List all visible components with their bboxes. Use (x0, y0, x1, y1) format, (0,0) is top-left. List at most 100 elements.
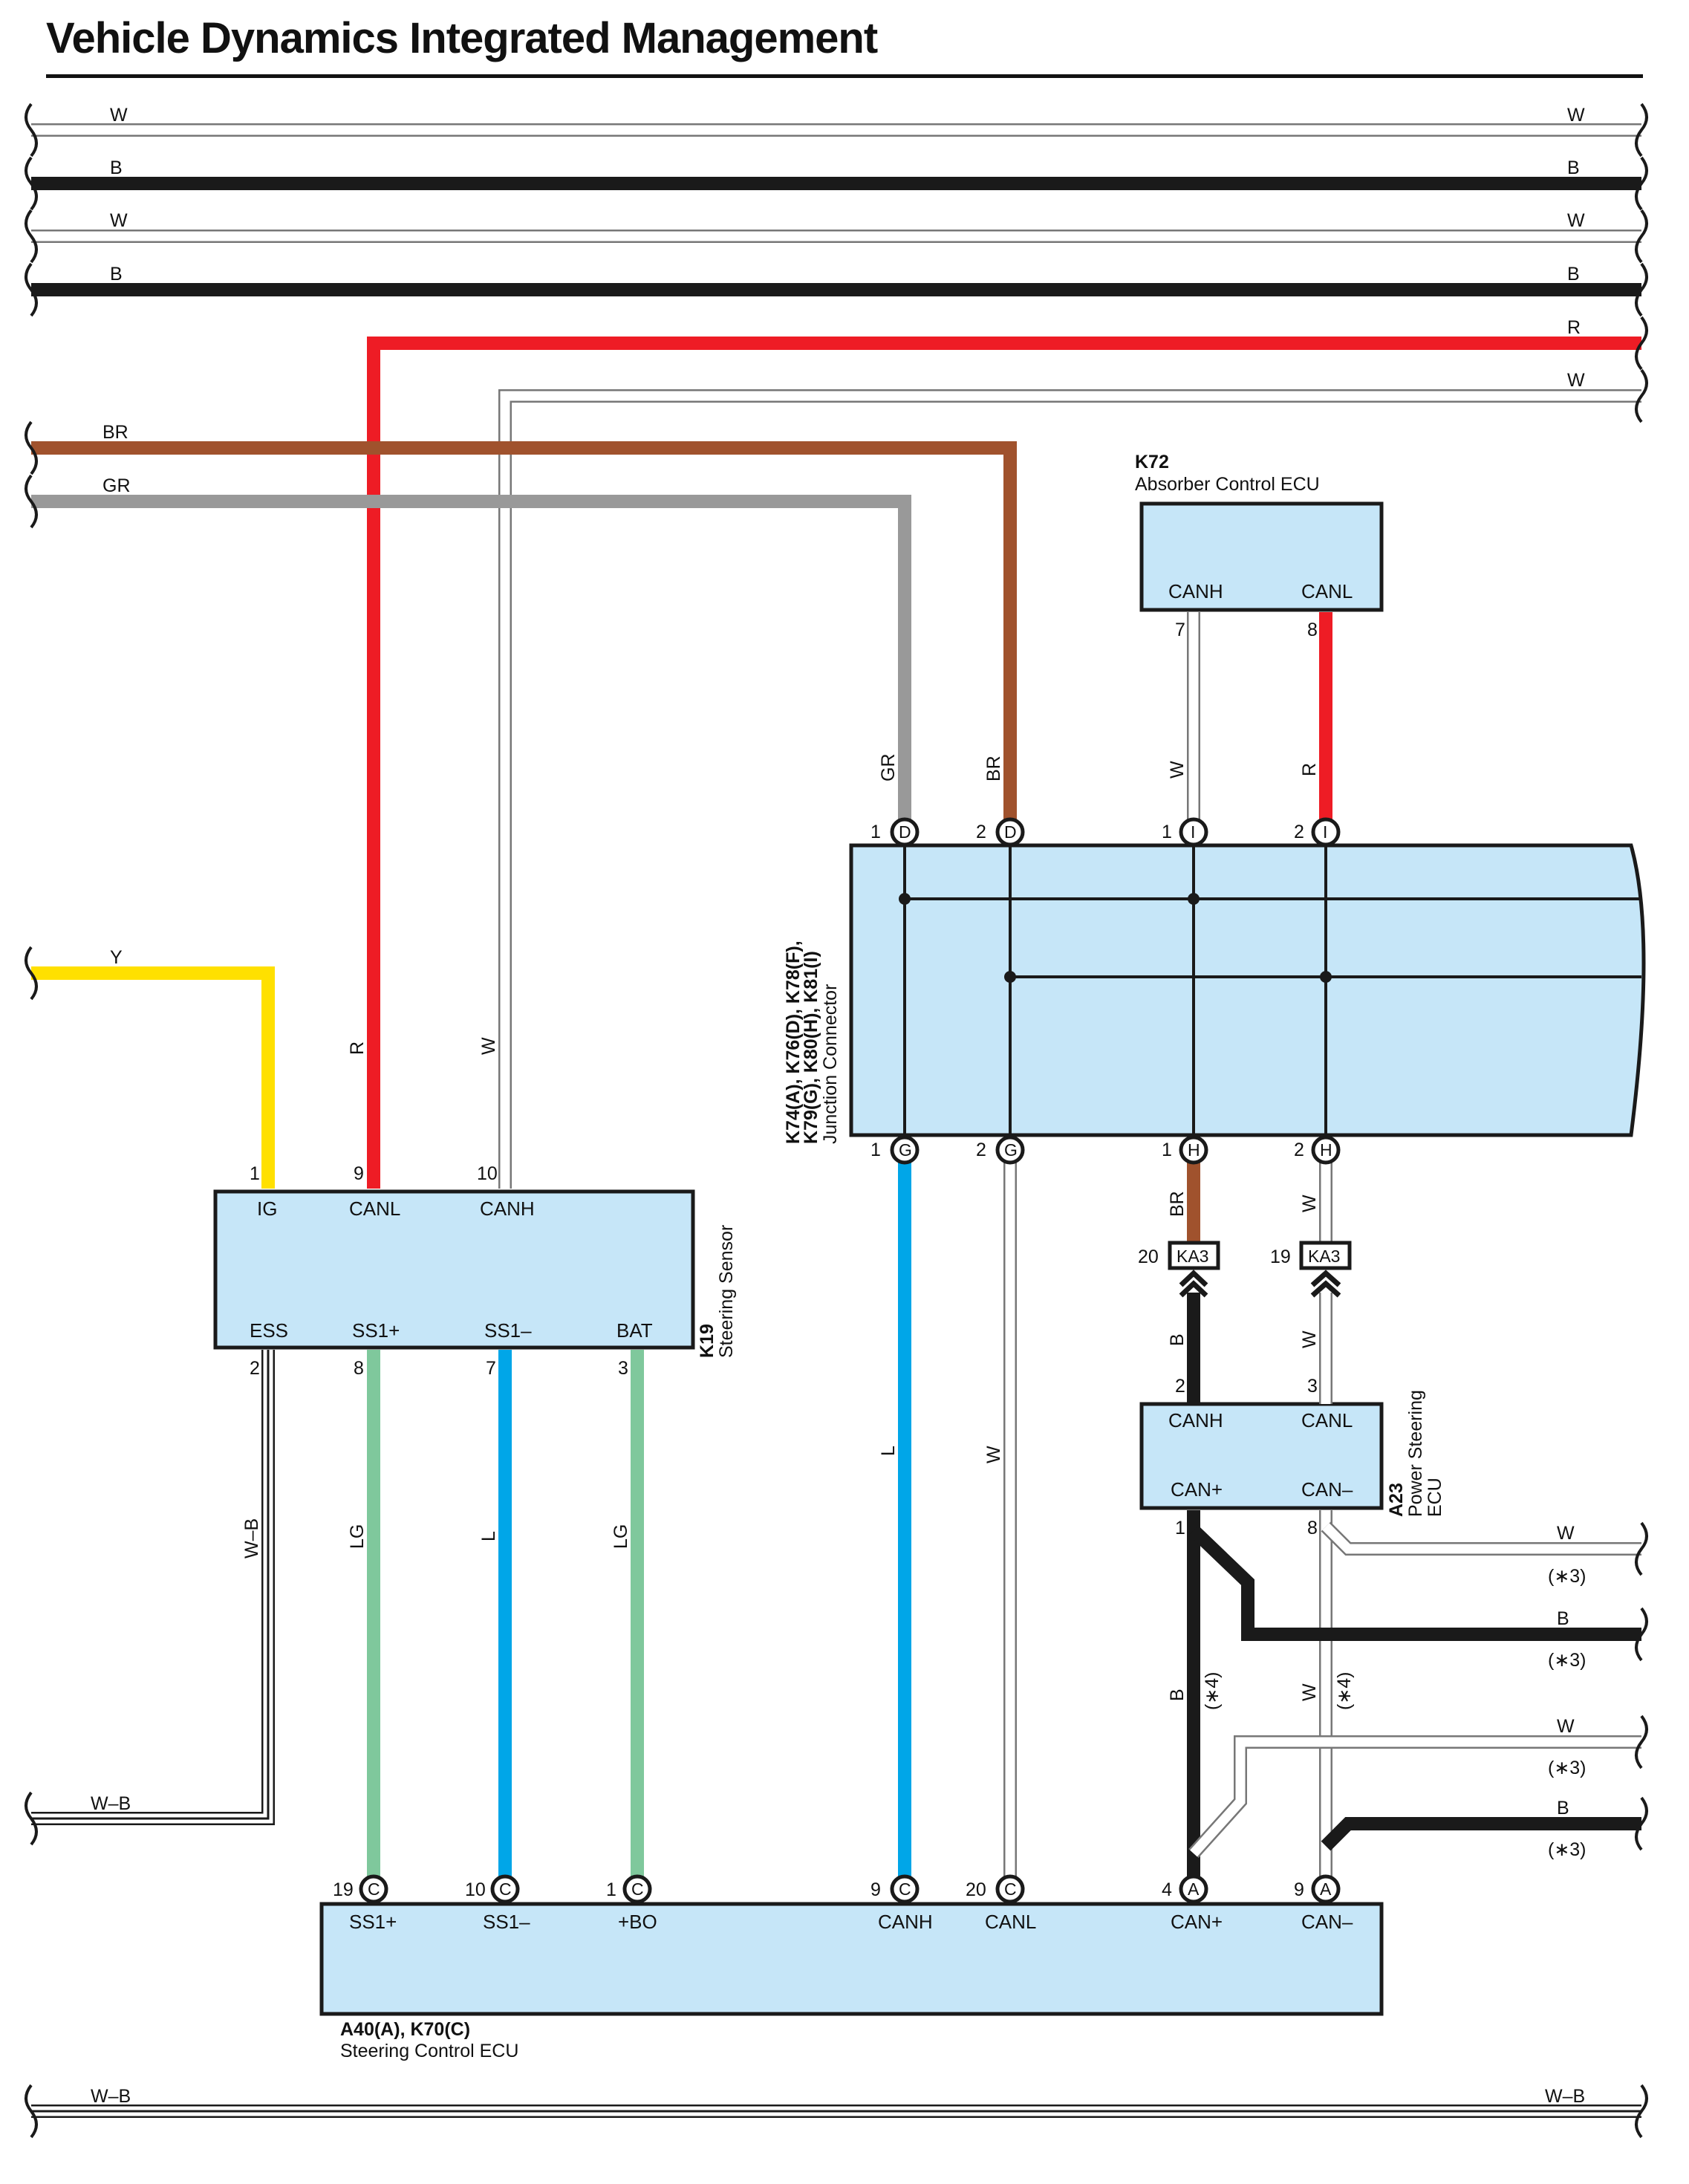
wire-label: LG (611, 1524, 631, 1549)
pin-letter: G (1004, 1140, 1018, 1160)
a40-terminal: +BO (618, 1911, 657, 1933)
k19-terminal: IG (257, 1197, 277, 1220)
pin-letter: C (899, 1879, 911, 1899)
a23-terminal: CAN+ (1171, 1478, 1223, 1501)
wire-label: R (1567, 317, 1581, 338)
wire-label: W (1299, 1683, 1320, 1701)
wire-note: (∗3) (1548, 1758, 1587, 1778)
wire-label: B (110, 264, 123, 285)
pin-letter: C (1004, 1879, 1017, 1899)
wire-label: W (1299, 1330, 1320, 1348)
pin-number: 4 (1162, 1879, 1172, 1900)
wire-label: B (1167, 1689, 1188, 1701)
wire-note: (∗3) (1548, 1566, 1587, 1587)
a23-terminal: CANH (1168, 1409, 1223, 1431)
wire-label: W–B (1545, 2086, 1585, 2107)
branch-b2 (1321, 1817, 1641, 1851)
pin-number: 1 (250, 1163, 260, 1184)
wire-w-main (498, 389, 1641, 1189)
wire-label: B (110, 157, 123, 178)
pin-number: 1 (870, 1140, 881, 1160)
a40-terminal: SS1+ (349, 1911, 397, 1933)
pin-number: 19 (333, 1879, 354, 1900)
pin-number: 1 (606, 1879, 616, 1900)
pin-letter: G (899, 1140, 912, 1160)
k72-id: K72 (1135, 452, 1169, 472)
pin-number: 3 (618, 1358, 628, 1379)
wire-label: B (1557, 1798, 1569, 1819)
pin-number: 8 (1307, 620, 1318, 640)
wire-label: W (110, 210, 128, 231)
k19-id: K19 (697, 1324, 717, 1358)
k19-wire-wb (31, 1350, 275, 1825)
pin-number: 7 (486, 1358, 496, 1379)
pin-letter: D (1004, 822, 1017, 842)
wire-label: L (478, 1531, 499, 1541)
splice-dot-icon (899, 893, 1332, 983)
wire-label: L (878, 1446, 899, 1456)
wire-label: B (1557, 1608, 1569, 1629)
title-rule (46, 74, 1643, 78)
pin-letter: C (499, 1879, 512, 1899)
a23-terminal: CAN– (1301, 1478, 1353, 1501)
a23-name-line2: ECU (1425, 1478, 1445, 1517)
a40-id: A40(A), K70(C) (340, 2019, 470, 2040)
wire-label: BR (1167, 1191, 1188, 1217)
wire-label: B (1567, 264, 1580, 285)
wire-break-icon (25, 103, 1648, 2139)
branch-b1 (1188, 1525, 1641, 1641)
pin-number: 2 (976, 1140, 986, 1160)
pin-number: 8 (1307, 1518, 1318, 1538)
inline-connector-icon (1168, 1241, 1352, 1270)
a23-id: A23 (1386, 1483, 1407, 1517)
k19-terminal: ESS (250, 1319, 288, 1342)
k72-box (1139, 501, 1384, 612)
pin-number: 10 (477, 1163, 498, 1184)
wire-label: W (110, 105, 128, 126)
pin-letter: H (1188, 1140, 1200, 1160)
pin-letter: H (1320, 1140, 1332, 1160)
wire-label: W (1567, 370, 1585, 391)
pin-letter: I (1323, 822, 1327, 842)
wire-label: (∗4) (1334, 1671, 1355, 1710)
pin-number: 3 (1307, 1376, 1318, 1397)
wire-note: (∗3) (1548, 1839, 1587, 1860)
pin-number: 2 (250, 1358, 260, 1379)
junction-id-line1: K74(A), K76(D), K78(F), (783, 940, 804, 1144)
wire-label: W–B (91, 2086, 131, 2107)
k19-name: Steering Sensor (716, 1225, 737, 1358)
a40-terminal: SS1– (483, 1911, 530, 1933)
pin-letter: A (1320, 1879, 1332, 1899)
pin-number: 1 (1162, 1140, 1172, 1160)
pin-letter: I (1191, 822, 1195, 842)
pin-number: 9 (870, 1879, 881, 1900)
pin-number: 2 (976, 822, 986, 842)
wire-label: BR (983, 755, 1004, 781)
wire-label: R (1299, 763, 1320, 776)
wire-label: W (478, 1037, 499, 1055)
pin-number: 7 (1175, 620, 1185, 640)
pin-number: 9 (1294, 1879, 1304, 1900)
wire-br-main (31, 441, 1017, 821)
pin-letter: C (368, 1879, 380, 1899)
pin-number: 19 (1270, 1247, 1291, 1267)
k19-box (213, 1189, 695, 1350)
pin-letter: A (1188, 1879, 1200, 1899)
wire-gr-main (31, 495, 911, 821)
wire-label: W (1557, 1716, 1575, 1737)
wire-label: Y (110, 947, 123, 968)
k19-terminal: CANL (349, 1197, 400, 1220)
wire-label: B (1167, 1333, 1188, 1346)
wire-label: W (983, 1446, 1004, 1463)
pin-number: 20 (1138, 1247, 1159, 1267)
branch-w2 (1188, 1735, 1641, 1859)
k72-terminal: CANH (1168, 580, 1223, 602)
wire-label: B (1567, 157, 1580, 178)
wire-note: (∗3) (1548, 1650, 1587, 1671)
pin-number: 8 (354, 1358, 364, 1379)
k19-terminal: CANH (480, 1197, 535, 1220)
pin-number: 2 (1294, 822, 1304, 842)
pin-number: 10 (465, 1879, 486, 1900)
